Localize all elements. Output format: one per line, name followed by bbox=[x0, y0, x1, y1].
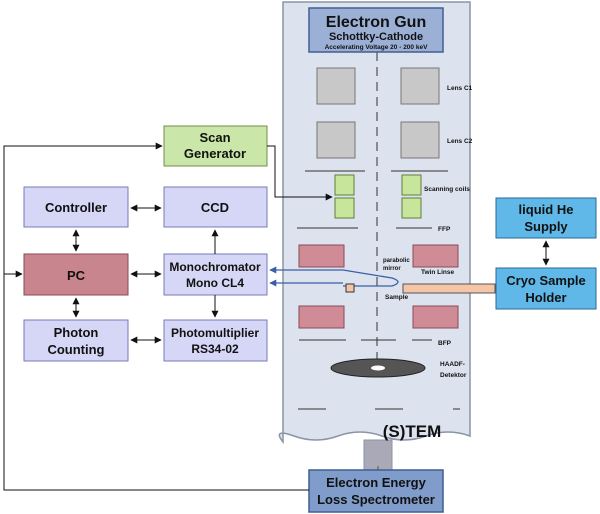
electron-gun-box bbox=[308, 7, 444, 53]
twin-lens-lower-right bbox=[412, 305, 459, 329]
cryo-sample-holder-box bbox=[495, 267, 597, 310]
photon-counting-box bbox=[23, 319, 129, 362]
controller-label: Controller bbox=[45, 200, 107, 215]
cryo-holder-label-1: Cryo Sample bbox=[506, 273, 585, 288]
liquid-he-label-1: liquid He bbox=[519, 202, 574, 217]
haadf-detector-hole bbox=[371, 365, 385, 371]
lens-c1-left bbox=[316, 67, 356, 105]
twin-lens-upper-left bbox=[298, 244, 345, 268]
pc-box bbox=[23, 253, 129, 296]
parabolic-mirror-label-2: mirror bbox=[383, 266, 401, 272]
photon-counting-label-1: Photon bbox=[54, 325, 99, 340]
cryo-holder-label-2: Holder bbox=[525, 290, 566, 305]
lens-c2-right bbox=[400, 121, 440, 159]
scan-coil-left-bottom bbox=[334, 197, 355, 219]
bfp-label: BFP bbox=[438, 340, 452, 347]
electron-gun-voltage: Accelerating Voltage 20 - 200 keV bbox=[325, 44, 429, 51]
ccd-box bbox=[163, 186, 268, 228]
sample-label: Sample bbox=[385, 294, 409, 301]
monochromator-label-2: Mono CL4 bbox=[186, 276, 244, 290]
twin-lens-upper-right bbox=[412, 244, 459, 268]
stem-label: (S)TEM bbox=[383, 422, 442, 441]
liquid-he-supply-box bbox=[495, 197, 597, 239]
electron-gun-subtitle: Schottky-Cathode bbox=[329, 31, 423, 43]
monochromator-label-1: Monochromator bbox=[169, 260, 261, 274]
ffp-label: FFP bbox=[438, 226, 451, 233]
parabolic-mirror bbox=[342, 269, 399, 287]
monochromator-box bbox=[163, 253, 268, 296]
eels-label-1: Electron Energy bbox=[326, 475, 426, 490]
scan-generator-label-2: Generator bbox=[184, 146, 246, 161]
ccd-label: CCD bbox=[201, 200, 229, 215]
controller-box bbox=[23, 186, 129, 228]
scanning-coils-label: Scanning coils bbox=[424, 186, 470, 193]
electron-gun-title: Electron Gun bbox=[326, 14, 426, 31]
scan-coil-right-bottom bbox=[401, 197, 422, 219]
scan-generator-label-1: Scan bbox=[199, 130, 230, 145]
scan-coil-left-top bbox=[334, 174, 355, 196]
scan-coil-right-top bbox=[401, 174, 422, 196]
haadf-label-1: HAADF- bbox=[440, 361, 465, 368]
haadf-label-2: Detektor bbox=[440, 372, 467, 379]
photomultiplier-label-1: Photomultiplier bbox=[171, 326, 259, 340]
photomultiplier-label-2: RS34-02 bbox=[191, 342, 239, 356]
lens-c2-label: Lens C2 bbox=[447, 138, 473, 145]
lens-c1-right bbox=[400, 67, 440, 105]
liquid-he-label-2: Supply bbox=[524, 219, 568, 234]
sample-rod bbox=[402, 283, 496, 294]
parabolic-mirror-label-1: parabolic bbox=[383, 258, 410, 264]
eels-box bbox=[308, 469, 444, 513]
sample-stub bbox=[345, 283, 355, 293]
photon-counting-label-2: Counting bbox=[47, 342, 104, 357]
stem-column-body bbox=[278, 1, 471, 445]
stem-column-stub bbox=[363, 439, 393, 471]
twin-lens-label: Twin Linse bbox=[421, 269, 454, 276]
pc-label: PC bbox=[67, 268, 86, 283]
scan-to-coils-line bbox=[267, 145, 333, 201]
lens-c1-label: Lens C1 bbox=[447, 85, 473, 92]
twin-lens-lower-left bbox=[298, 305, 345, 329]
photomultiplier-box bbox=[163, 319, 268, 362]
eels-label-2: Loss Spectrometer bbox=[317, 492, 435, 507]
eels-feedback-line bbox=[3, 142, 309, 491]
scan-generator-box bbox=[163, 125, 268, 167]
lens-c2-left bbox=[316, 121, 356, 159]
